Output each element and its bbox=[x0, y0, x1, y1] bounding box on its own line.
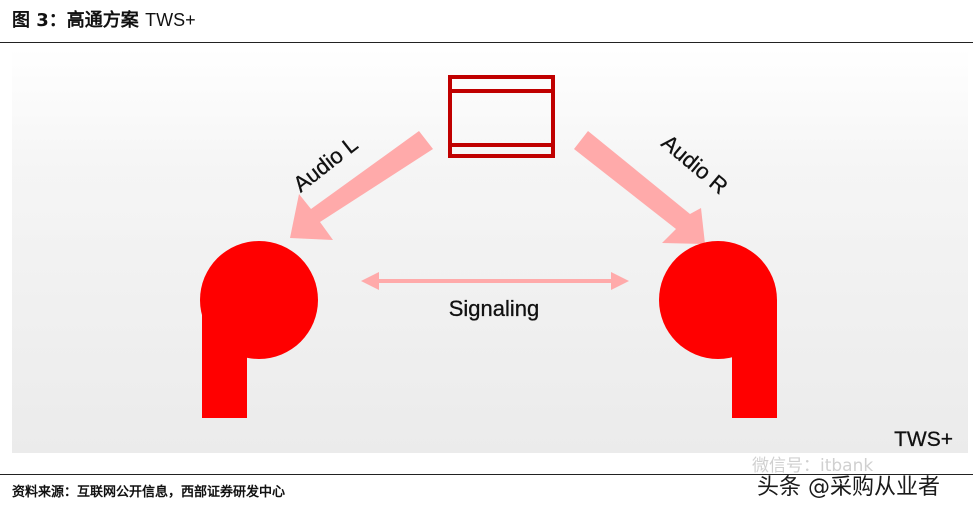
signaling-arrow bbox=[361, 272, 629, 290]
figure-title-suffix: TWS+ bbox=[145, 10, 196, 30]
diagram-panel bbox=[12, 48, 968, 453]
audio-r-arrow bbox=[574, 131, 705, 244]
audio-l-arrow bbox=[290, 131, 433, 240]
bottom-rule bbox=[0, 474, 973, 475]
wechat-watermark: 微信号：itbank bbox=[752, 456, 874, 476]
signaling-label: Signaling bbox=[449, 296, 540, 321]
phone-icon bbox=[448, 75, 555, 158]
tws-plus-corner-label: TWS+ bbox=[894, 428, 953, 451]
top-rule bbox=[0, 42, 973, 43]
figure-title-prefix: 图 3：高通方案 bbox=[12, 10, 139, 31]
left-earbud-icon bbox=[200, 241, 318, 418]
right-earbud-icon bbox=[659, 241, 777, 418]
figure-title: 图 3：高通方案 TWS+ bbox=[12, 7, 196, 34]
toutiao-watermark: 头条 @采购从业者 bbox=[757, 475, 940, 500]
source-note: 资料来源：互联网公开信息，西部证券研发中心 bbox=[12, 485, 286, 500]
audio-r-label: Audio R bbox=[657, 130, 733, 199]
